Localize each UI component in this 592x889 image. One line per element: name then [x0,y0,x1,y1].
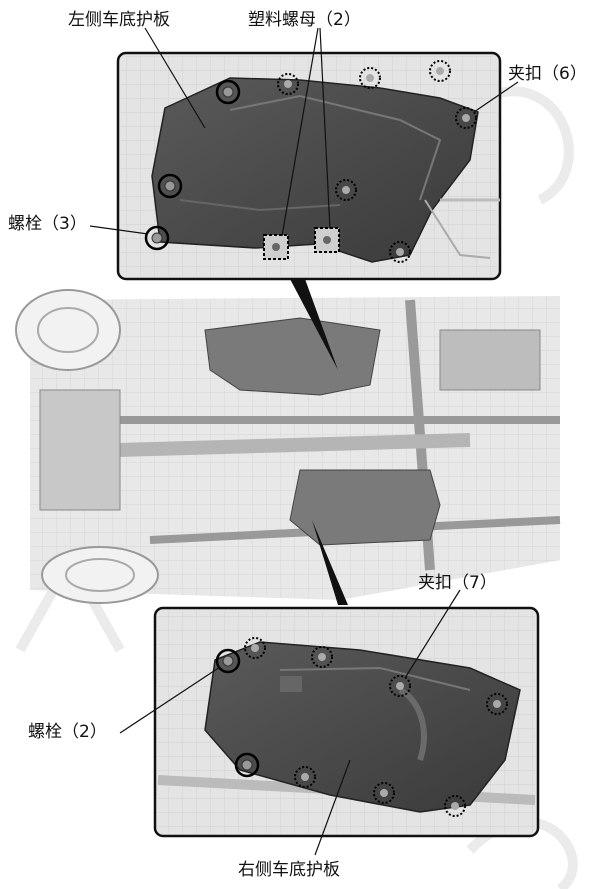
top-connector [290,279,338,370]
label-right-underbody-cover: 右侧车底护板 [238,860,340,880]
clip-marker [277,73,299,95]
label-left-underbody-cover: 左侧车底护板 [68,10,170,30]
leader-line [319,27,331,230]
bolt-marker [215,648,241,674]
clip-marker [486,693,508,715]
bolt-marker [157,173,183,199]
bottom-detail-box [153,606,540,838]
label-bolt-bottom: 螺栓（2） [28,722,107,742]
leader-line [119,666,221,734]
label-plastic-nut: 塑料螺母（2） [248,10,361,30]
leader-line [144,27,206,129]
leader-line [473,81,519,113]
clip-marker [389,241,411,263]
clip-marker [455,107,477,129]
bolt-marker [215,79,241,105]
clip-marker [294,766,316,788]
clip-marker [389,675,411,697]
leader-line [89,225,149,235]
bottom-connector [312,520,348,605]
clip-marker [359,67,381,89]
bolt-marker [144,225,170,251]
label-bolt-top: 螺栓（3） [8,214,87,234]
top-detail-box [116,51,502,281]
bolt-marker [234,752,260,778]
clip-marker [373,782,395,804]
leader-line [281,27,319,237]
clip-marker [311,646,333,668]
clip-marker [244,637,266,659]
clip-marker [335,179,357,201]
clip-marker [444,795,466,817]
clip-marker [429,60,451,82]
leader-line [404,589,461,679]
label-clip-bottom: 夹扣（7） [418,573,497,593]
leader-line [314,759,351,856]
chassis-overview [15,289,561,604]
label-clip-top: 夹扣（6） [508,64,587,84]
